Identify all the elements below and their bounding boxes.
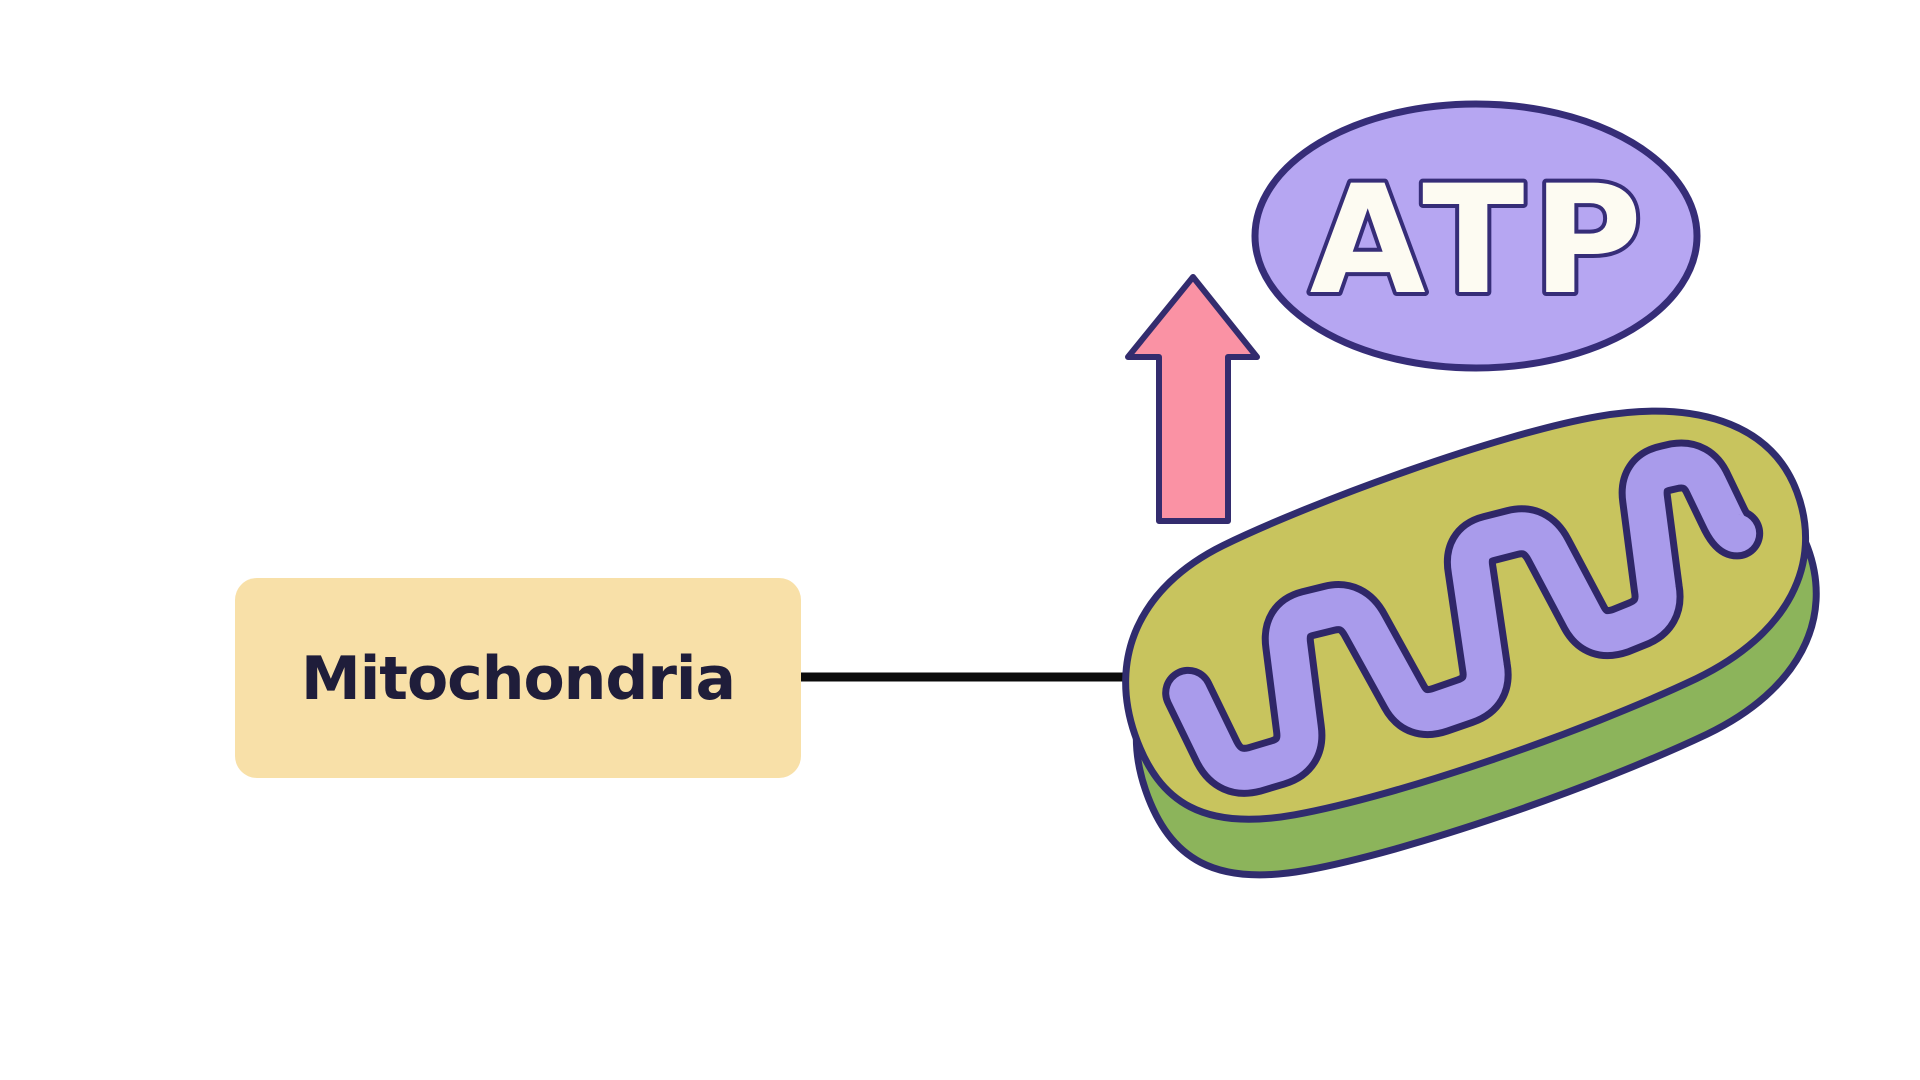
atp-bubble-label: ATP [1310, 154, 1651, 328]
label-box-text: Mitochondria [301, 644, 735, 714]
label-box [235, 578, 801, 778]
up-arrow-icon [1125, 274, 1260, 524]
atp-bubble [1251, 100, 1701, 372]
